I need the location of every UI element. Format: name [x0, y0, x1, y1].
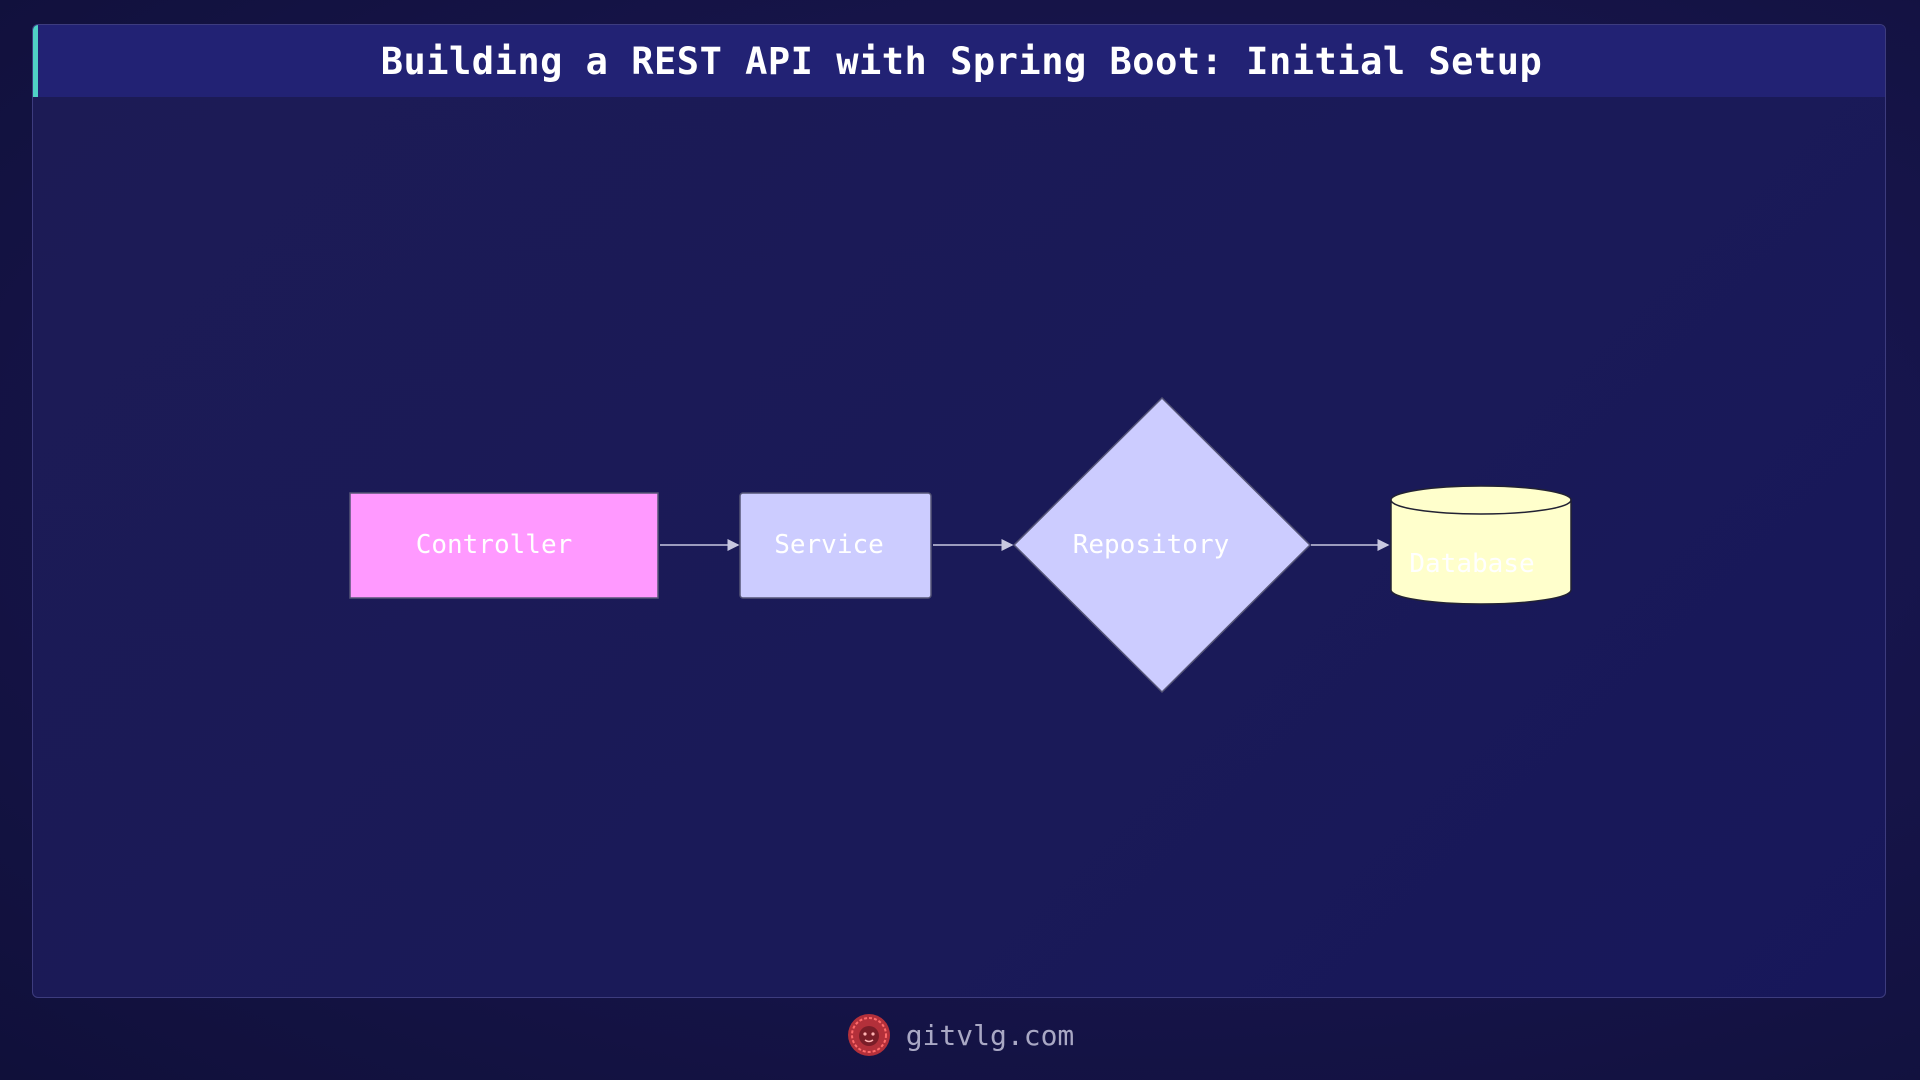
slide-frame: Building a REST API with Spring Boot: In…: [32, 24, 1886, 998]
service-box: [739, 492, 932, 599]
repository-label: Repository: [1073, 530, 1230, 560]
database-label: Database: [1409, 549, 1534, 579]
node-database: Database: [1390, 485, 1572, 605]
footer-site-link[interactable]: gitvlg.com: [905, 1018, 1075, 1052]
title-bar: Building a REST API with Spring Boot: In…: [33, 25, 1885, 97]
lion-head-icon: [846, 1012, 892, 1058]
controller-label: Controller: [416, 530, 573, 560]
database-cylinder-top: [1390, 485, 1572, 515]
controller-box: [349, 492, 659, 599]
repository-diamond: [1012, 396, 1312, 694]
page-title: Building a REST API with Spring Boot: In…: [380, 39, 1543, 83]
database-cylinder: [1390, 500, 1572, 605]
node-service: Service: [739, 492, 932, 599]
footer: gitvlg.com: [0, 1010, 1920, 1060]
node-controller: Controller: [349, 492, 659, 599]
node-repository: Repository: [1012, 396, 1312, 694]
service-label: Service: [774, 530, 884, 560]
